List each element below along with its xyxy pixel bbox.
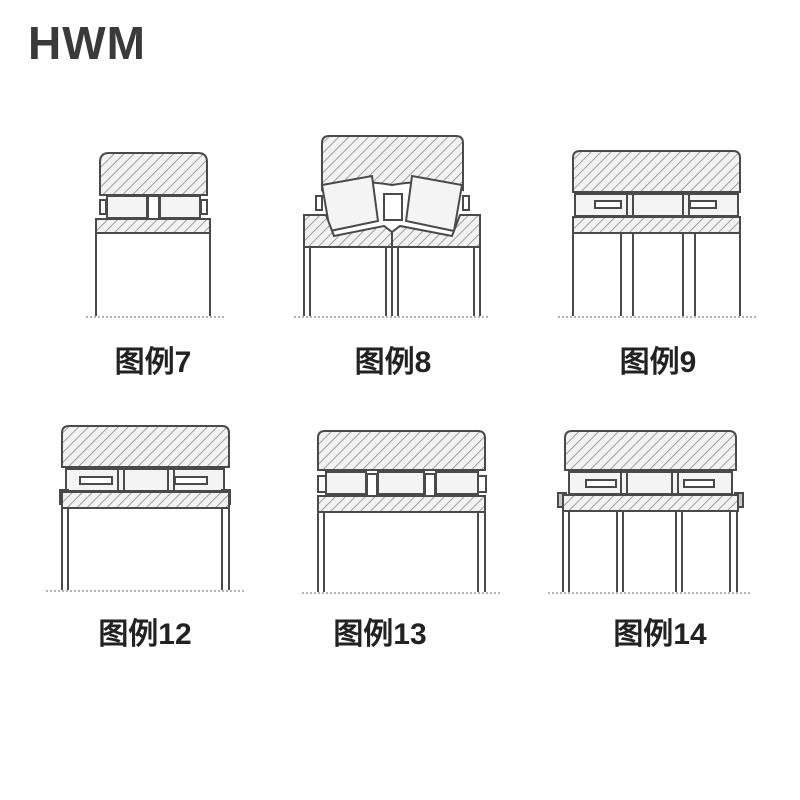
inner-ring bbox=[317, 495, 486, 513]
roller-pin bbox=[683, 479, 715, 488]
inner-ring bbox=[303, 214, 481, 248]
inner-ring bbox=[95, 218, 211, 234]
roller-pin bbox=[594, 200, 622, 209]
roller bbox=[377, 471, 425, 495]
roller bbox=[106, 195, 148, 219]
roller-pin bbox=[585, 479, 617, 488]
inner-ring bbox=[61, 491, 230, 509]
figure-14-caption: 图例14 bbox=[613, 618, 707, 651]
cage-bar bbox=[383, 193, 403, 221]
figure-13-diagram bbox=[302, 430, 500, 594]
cage-bar bbox=[317, 475, 327, 493]
figure-7-caption: 图例7 bbox=[114, 346, 192, 379]
outer-ring bbox=[564, 430, 737, 471]
figure-8-caption: 图例8 bbox=[354, 346, 432, 379]
figure-13-caption: 图例13 bbox=[333, 618, 427, 651]
roller bbox=[435, 471, 479, 495]
figure-8-diagram bbox=[294, 135, 490, 318]
roller bbox=[325, 471, 367, 495]
outer-ring bbox=[99, 152, 208, 196]
tapered-roller bbox=[320, 174, 380, 233]
side-rib bbox=[462, 195, 470, 211]
side-rib bbox=[315, 195, 323, 211]
roller-pin bbox=[79, 476, 113, 485]
inner-ring bbox=[572, 216, 741, 234]
figure-12-diagram bbox=[46, 425, 244, 592]
roller bbox=[159, 195, 201, 219]
inner-ring bbox=[562, 494, 739, 512]
side-rib bbox=[200, 199, 208, 215]
tapered-roller bbox=[404, 174, 464, 233]
outer-ring bbox=[317, 430, 486, 471]
roller-pin bbox=[689, 200, 717, 209]
figure-9-diagram bbox=[558, 150, 756, 318]
figure-14-diagram bbox=[548, 430, 752, 594]
cage-bar bbox=[477, 475, 487, 493]
side-rib bbox=[99, 199, 107, 215]
outer-ring bbox=[572, 150, 741, 193]
figure-9-caption: 图例9 bbox=[619, 346, 697, 379]
figure-12-caption: 图例12 bbox=[98, 618, 192, 651]
brand-title: HWM bbox=[28, 17, 146, 69]
figure-7-diagram bbox=[86, 152, 224, 318]
roller-pin bbox=[174, 476, 208, 485]
outer-ring bbox=[61, 425, 230, 468]
